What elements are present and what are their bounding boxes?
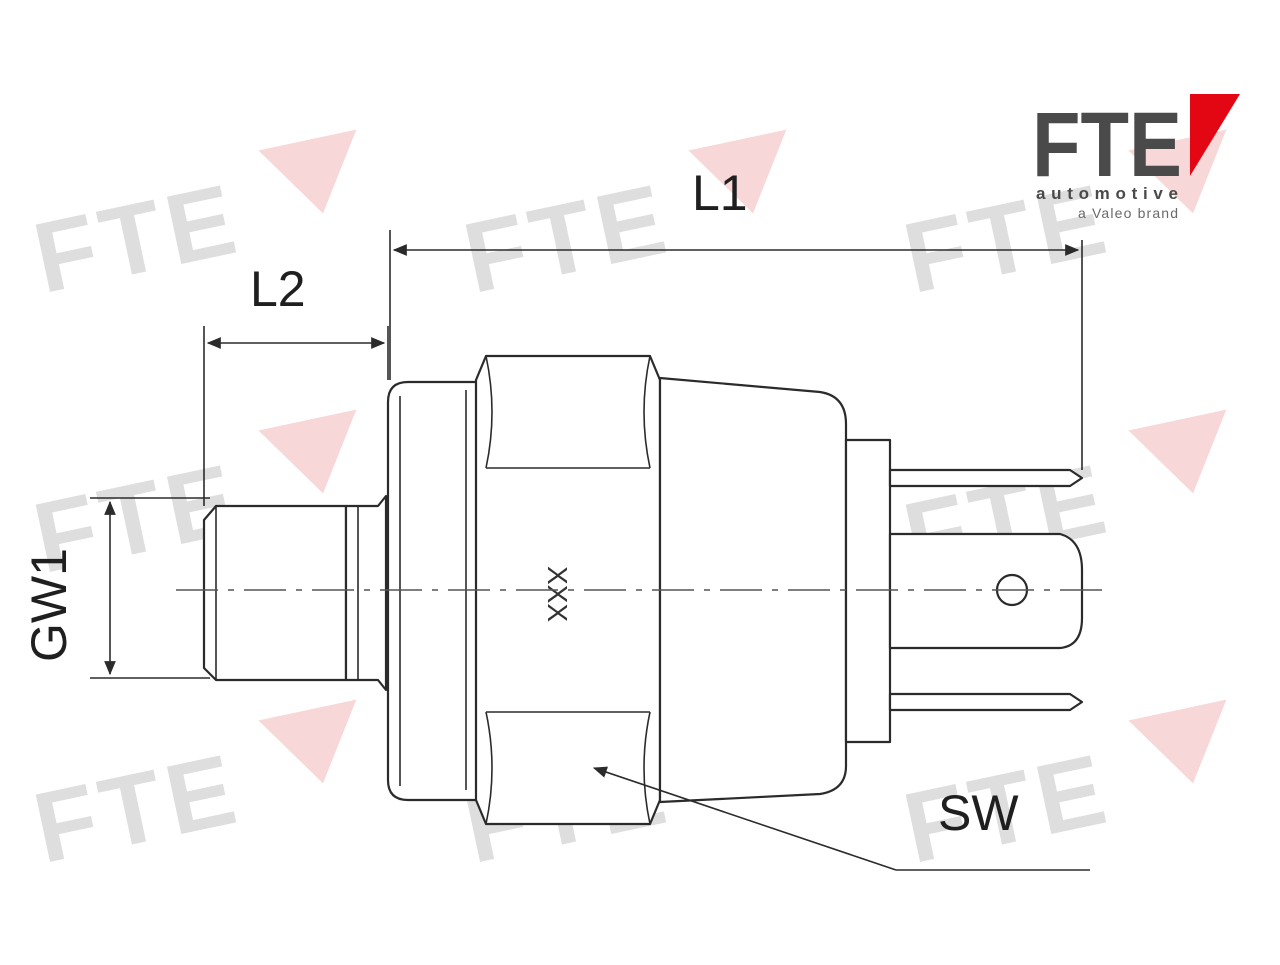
terminal-pin-top: [888, 468, 1084, 488]
dimension-sw: SW: [592, 766, 1090, 871]
terminal-blade-center: [888, 532, 1084, 650]
terminal-pin-bottom: [888, 692, 1084, 712]
threaded-stem: [202, 494, 388, 692]
body-flange: [386, 380, 488, 802]
dimension-l2: L2: [203, 261, 389, 506]
watermark-triangle: [1128, 409, 1227, 494]
watermark-triangle: [258, 129, 357, 214]
fte-logo: FTE automotive a Valeo brand: [1032, 94, 1240, 221]
watermark: FTE: [25, 129, 357, 315]
watermark-triangle: [258, 409, 357, 494]
logo-subtagline: a Valeo brand: [1078, 205, 1178, 221]
watermark-text: FTE: [25, 162, 251, 315]
pressure-switch-part: XXX: [202, 354, 1084, 826]
connector-base: [844, 438, 892, 744]
watermark-triangle: [688, 129, 787, 214]
watermark-triangle: [258, 699, 357, 784]
dimension-label-l1: L1: [692, 165, 748, 221]
watermark-text: FTE: [25, 732, 251, 885]
dimension-label-gw1: GW1: [21, 548, 77, 662]
logo-triangle: [1190, 94, 1240, 176]
part-marking: XXX: [542, 566, 573, 622]
dimension-l1: L1: [389, 165, 1083, 470]
watermark-text: FTE: [455, 162, 681, 315]
watermark: FTE: [455, 129, 787, 315]
dimension-label-l2: L2: [250, 261, 306, 317]
logo-tagline: automotive: [1036, 184, 1178, 203]
watermark: FTE: [25, 699, 357, 885]
dimension-label-sw: SW: [938, 785, 1019, 841]
logo-wordmark: FTE: [1032, 94, 1182, 196]
watermark-triangle: [1128, 699, 1227, 784]
dimension-gw1: GW1: [21, 497, 210, 679]
